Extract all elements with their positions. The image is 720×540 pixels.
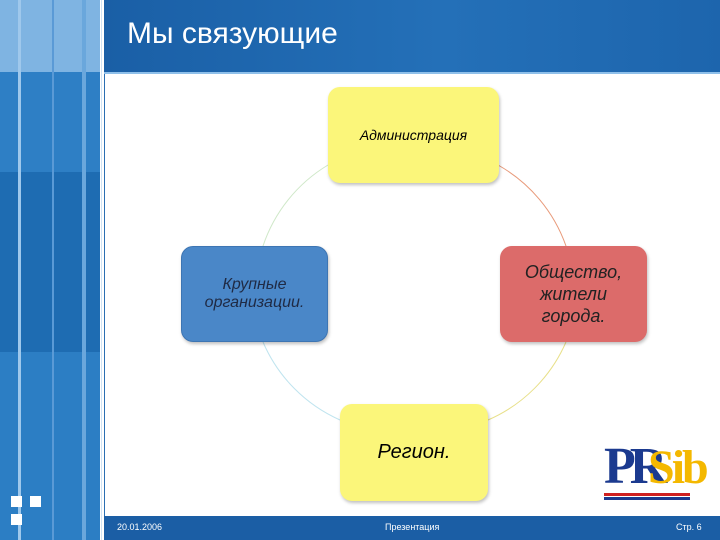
footer-date: 20.01.2006 [117,522,163,532]
slide-title: Мы связующие [127,17,338,50]
node-society-label-line3: города. [541,306,606,326]
footer-page-number: Стр. 6 [676,522,702,532]
divider-line [104,0,105,540]
ring-arc [497,164,567,247]
node-organizations-label-line2: организации. [204,294,305,311]
decor-square [30,496,41,507]
node-society-label-line1: Общество, [524,262,623,282]
node-administration-label: Администрация [359,127,468,143]
ring-arc [262,341,341,421]
node-society: Общество, жители города. [500,246,647,342]
logo-red-line [604,493,690,496]
ring-arc [487,341,567,421]
node-region: Регион. [340,404,488,501]
logo-text-pr: PR [604,438,667,495]
decor-square [11,496,22,507]
node-society-label-line2: жители [540,284,607,304]
node-organizations-label-line1: Крупные [222,276,287,293]
ring-arc [262,164,329,247]
sidebar-stripe [82,0,86,540]
node-region-label: Регион. [377,441,451,463]
node-administration: Администрация [328,87,499,183]
left-decorative-sidebar [0,0,100,540]
decor-square [11,514,22,525]
footer-title: Презентация [385,522,440,532]
divider-line [101,0,102,540]
logo-blue-line [604,497,690,500]
node-organizations: Крупные организации. [181,246,328,342]
slide-header-bar [104,0,720,72]
logo-text-sib: Sib [648,441,709,494]
prsib-logo: PR Sib [604,438,709,501]
sidebar-stripe [18,0,21,540]
slide-footer-bar [104,516,720,540]
sidebar-stripe [52,0,54,540]
header-rule [104,72,720,74]
